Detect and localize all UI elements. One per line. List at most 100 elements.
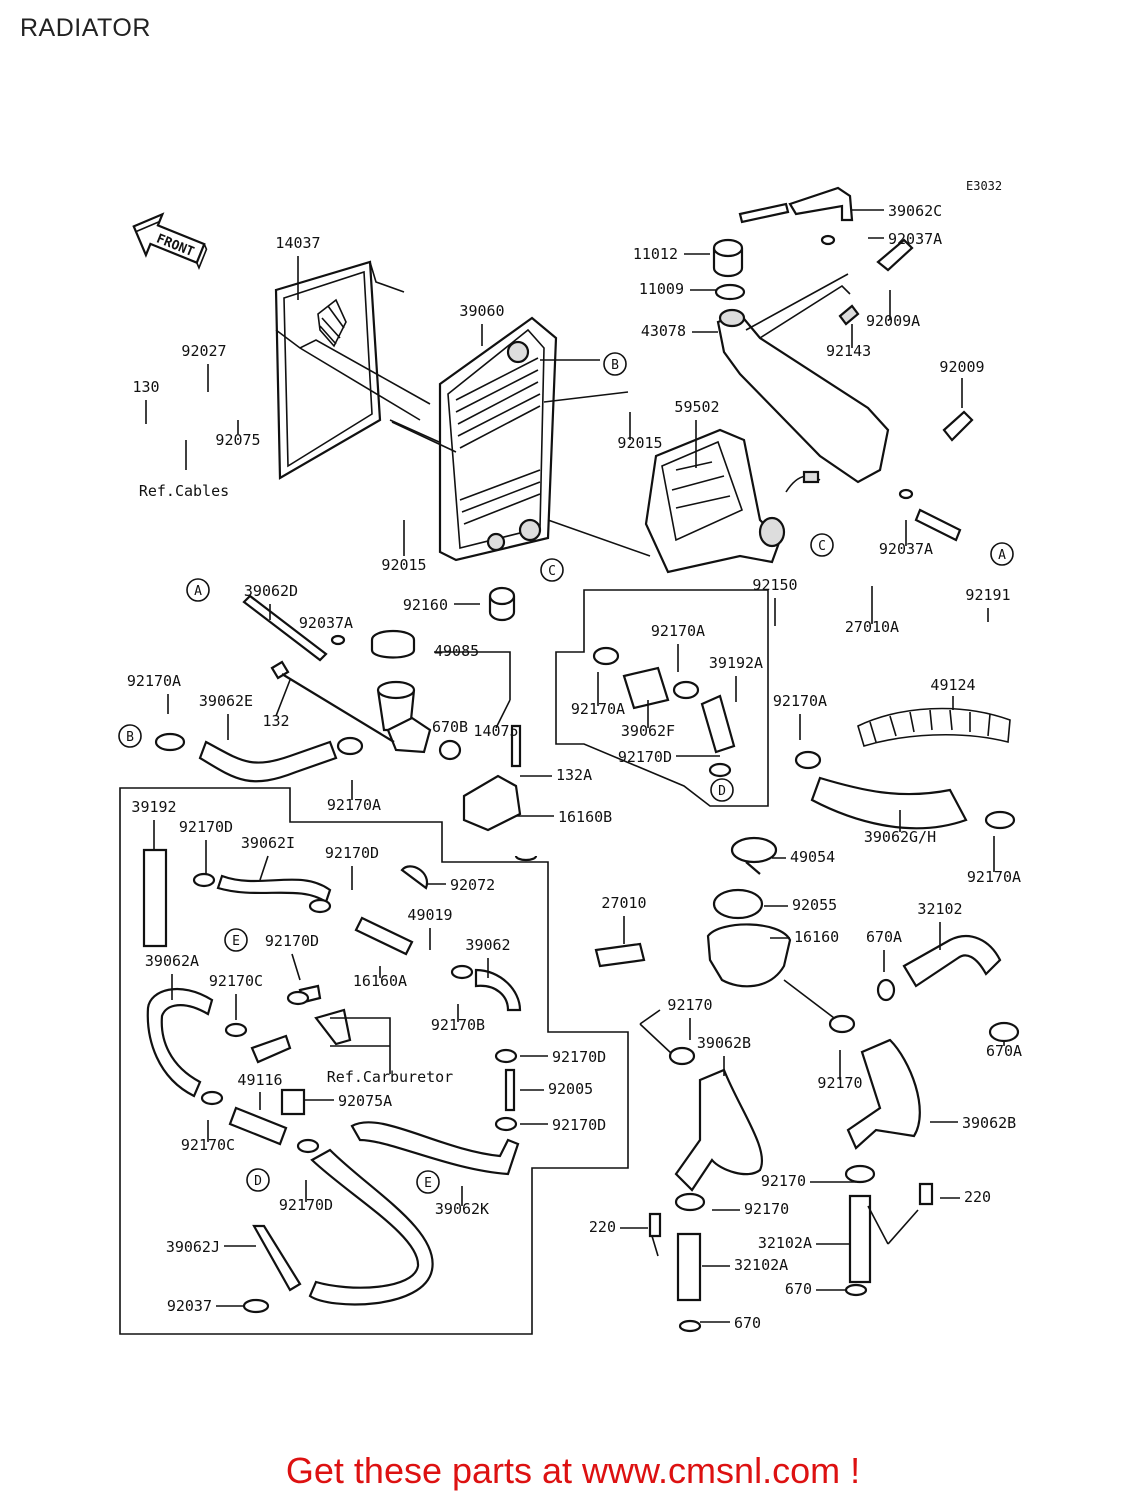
part-number-label: 32102A <box>758 1234 812 1252</box>
part-number-label: 92150 <box>752 576 797 594</box>
part-number-label: 92005 <box>548 1080 593 1098</box>
part-number-label: 11009 <box>639 280 684 298</box>
part-number-label: 92055 <box>792 896 837 914</box>
part-number-label: 32102 <box>917 900 962 918</box>
leader-lines <box>145 209 1005 1323</box>
reference-marker: C <box>540 558 564 582</box>
page-title: RADIATOR <box>20 14 151 42</box>
part-number-label: 92170A <box>327 796 381 814</box>
part-number-label: 14075 <box>473 722 518 740</box>
part-number-label: 39062D <box>244 582 298 600</box>
marker-circle <box>416 1170 440 1194</box>
part-number-label: 39062 <box>465 936 510 954</box>
part-number-label: 670 <box>734 1314 761 1332</box>
subassembly-outline <box>119 787 629 1335</box>
marker-letter: D <box>254 1174 262 1189</box>
part-number-label: 16160B <box>558 808 612 826</box>
part-number-label: 92170C <box>181 1136 235 1154</box>
thermostat-housing <box>514 836 843 1055</box>
reference-marker: A <box>186 578 210 602</box>
part-number-label: 92170D <box>265 932 319 950</box>
part-number-label: 92170C <box>209 972 263 990</box>
part-number-label: 92170D <box>325 844 379 862</box>
marker-circle <box>810 533 834 557</box>
radiator-guard <box>274 260 449 480</box>
part-number-label: 27010 <box>601 894 646 912</box>
part-number-label: 92160 <box>403 596 448 614</box>
filler-neck <box>242 586 522 832</box>
part-number-label: 14037 <box>275 234 320 252</box>
footer-link[interactable]: Get these parts at www.cmsnl.com ! <box>285 1450 861 1491</box>
part-number-label: 92075 <box>215 431 260 449</box>
part-number-label: 670A <box>866 928 902 946</box>
part-number-label: 92170 <box>667 996 712 1014</box>
marker-circle <box>540 558 564 582</box>
marker-letter: E <box>232 934 240 949</box>
radiator-exploded-diagram: E3032 FRONT <box>118 179 1022 1335</box>
marker-letter: B <box>611 358 619 373</box>
part-number-label: 92170A <box>773 692 827 710</box>
fan-assembly <box>644 428 821 574</box>
marker-letter: A <box>998 548 1006 563</box>
reference-markers: B A C C A B D E E D <box>118 352 1014 1194</box>
part-number-label: 39060 <box>459 302 504 320</box>
marker-circle <box>990 542 1014 566</box>
part-number-label: 92170D <box>552 1048 606 1066</box>
part-number-label: 92075A <box>338 1092 392 1110</box>
part-number-label: 11012 <box>633 245 678 263</box>
part-number-label: 92170 <box>817 1074 862 1092</box>
part-number-label: 39062J <box>166 1238 220 1256</box>
part-number-label: 92191 <box>965 586 1010 604</box>
reference-marker: D <box>246 1168 270 1192</box>
part-number-label: 92037 <box>167 1297 212 1315</box>
part-number-label: 92170A <box>571 700 625 718</box>
reference-marker: C <box>810 533 834 557</box>
part-number-label: 92009A <box>866 312 920 330</box>
part-number-label: 59502 <box>674 398 719 416</box>
hose-clamps <box>154 234 1016 1314</box>
reference-marker: B <box>118 724 142 748</box>
reference-marker: A <box>990 542 1014 566</box>
hose-group-outline <box>555 589 769 807</box>
hose-set <box>142 666 1011 1306</box>
part-number-label: 130 <box>132 378 159 396</box>
marker-circle <box>186 578 210 602</box>
part-number-label: 39062C <box>888 202 942 220</box>
part-number-label: 220 <box>964 1188 991 1206</box>
part-number-label: 39062A <box>145 952 199 970</box>
part-number-label: 39062G/H <box>864 828 936 846</box>
radiator-core <box>391 316 651 562</box>
marker-letter: A <box>194 584 202 599</box>
part-number-label: 39192 <box>131 798 176 816</box>
marker-letter: C <box>548 564 556 579</box>
drawing-code: E3032 <box>966 179 1002 193</box>
part-number-label: 39062E <box>199 692 253 710</box>
part-number-label: Ref.Cables <box>139 482 229 500</box>
part-number-label: 16160A <box>353 972 407 990</box>
part-number-label: 132 <box>262 712 289 730</box>
reservoir-tank <box>712 186 974 542</box>
part-number-label: 43078 <box>641 322 686 340</box>
part-number-label: 49054 <box>790 848 835 866</box>
reference-marker: E <box>224 928 248 952</box>
part-number-label: 670A <box>986 1042 1022 1060</box>
part-number-label: 39192A <box>709 654 763 672</box>
part-number-label: 92170 <box>761 1172 806 1190</box>
marker-letter: E <box>424 1176 432 1191</box>
part-number-label: 32102A <box>734 1256 788 1274</box>
part-number-label: 92037A <box>888 230 942 248</box>
part-number-label: 92009 <box>939 358 984 376</box>
part-number-label: 670 <box>785 1280 812 1298</box>
part-number-label: 132A <box>556 766 592 784</box>
marker-circle <box>710 778 734 802</box>
front-arrow-icon: FRONT <box>132 212 208 270</box>
part-number-label: 92143 <box>826 342 871 360</box>
part-number-label: 92170D <box>279 1196 333 1214</box>
reference-marker: D <box>710 778 734 802</box>
part-number-label: 39062B <box>697 1034 751 1052</box>
part-number-label: 92027 <box>181 342 226 360</box>
part-number-label: Ref.Carburetor <box>327 1068 453 1086</box>
part-number-label: 92037A <box>879 540 933 558</box>
part-number-label: 92170A <box>967 868 1021 886</box>
